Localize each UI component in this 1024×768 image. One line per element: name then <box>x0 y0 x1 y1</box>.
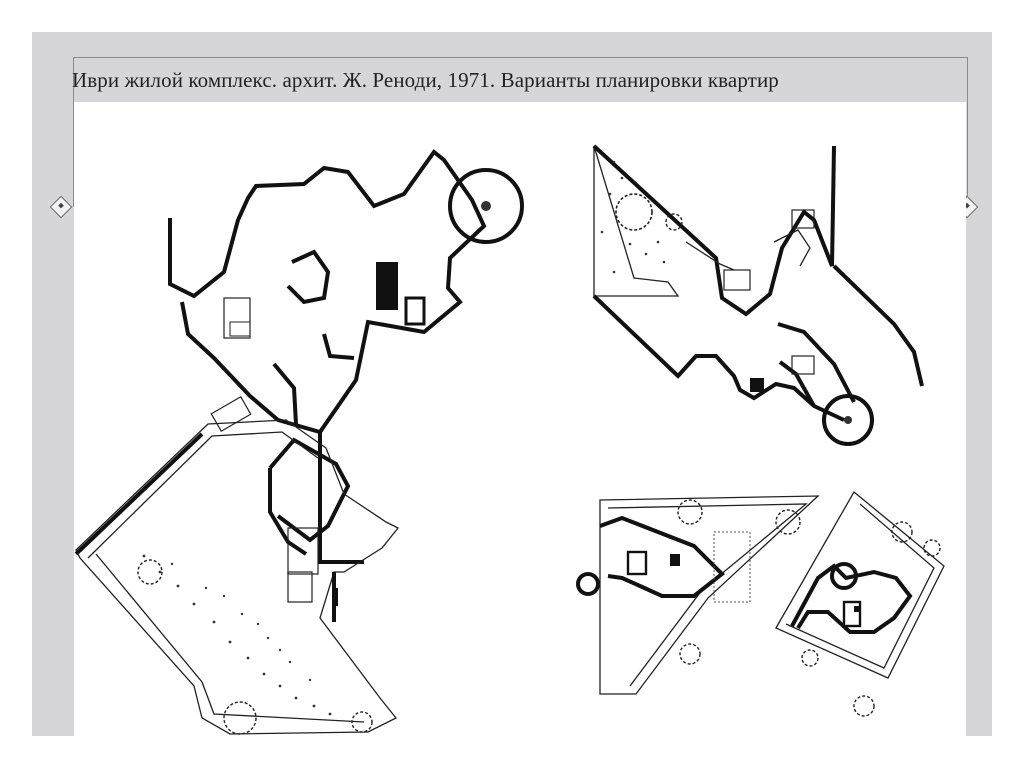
frame-right-line <box>967 57 968 207</box>
plan-bottom-right <box>775 491 945 717</box>
floor-plans-image <box>74 102 966 736</box>
slide-title: Иври жилой комплекс. архит. Ж. Реноди, 1… <box>72 68 779 92</box>
slide: Иври жилой комплекс. архит. Ж. Реноди, 1… <box>32 32 992 736</box>
plan-large-left <box>74 149 524 735</box>
frame-top-line <box>73 57 967 58</box>
floor-plans-drawing <box>74 144 945 735</box>
plan-bottom-middle <box>576 495 820 695</box>
frame-left-line <box>73 57 74 207</box>
plan-top-right <box>592 144 924 446</box>
diamond-ornament-icon <box>49 195 73 219</box>
